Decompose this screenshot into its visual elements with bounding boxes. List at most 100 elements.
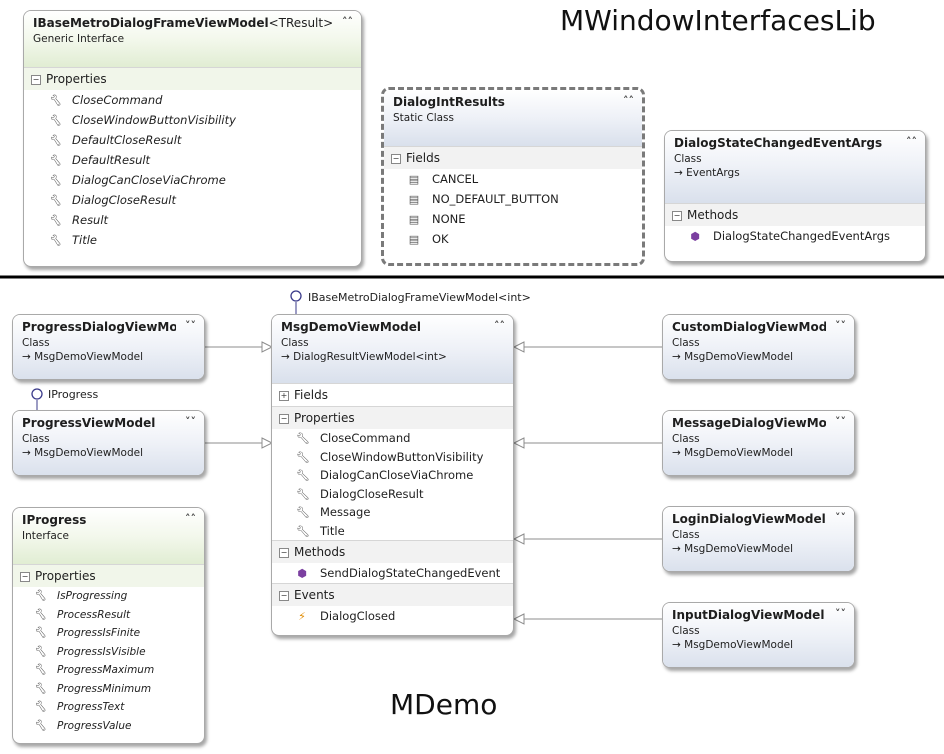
namespace-label-top: MWindowInterfacesLib — [560, 4, 876, 37]
inherit-arrow-progressdialog — [261, 341, 274, 353]
wrench-icon: 🔧︎ — [48, 94, 62, 107]
section-toggle-icon[interactable]: − — [391, 153, 401, 164]
progressdialog-base: → MsgDemoViewModel — [22, 351, 143, 363]
msg-demo-viewmodel-box[interactable]: MsgDemoViewModel Class → DialogResultVie… — [271, 314, 514, 636]
login-dialog-viewmodel-box[interactable]: LoginDialogViewModel Class → MsgDemoView… — [662, 506, 855, 572]
lollipop-circle-msgdemo — [290, 290, 302, 302]
member-row: 🔧︎ProcessResult — [13, 606, 204, 625]
wrench-icon: 🔧︎ — [296, 469, 310, 482]
wrench-icon: 🔧︎ — [296, 524, 310, 538]
input-title: InputDialogViewModel — [672, 608, 825, 622]
field-icon: ▤ — [408, 193, 420, 206]
expand-chevron-icon[interactable]: ˅˅ — [185, 319, 196, 332]
custom-title: CustomDialogViewModel — [672, 320, 826, 334]
wrench-icon: 🔧︎ — [48, 234, 62, 247]
section-toggle-icon[interactable]: + — [279, 390, 289, 401]
iprogress-interface-box[interactable]: IProgress Interface ˄˄ −Properties 🔧︎IsP… — [12, 507, 205, 744]
collapse-chevron-icon[interactable]: ˄˄ — [906, 135, 917, 148]
iprogress-subtitle: Interface — [22, 530, 70, 542]
member-row: 🔧︎CloseWindowButtonVisibility — [24, 110, 361, 130]
section-toggle-icon[interactable]: − — [20, 571, 30, 582]
event-row: ⚡︎DialogClosed — [272, 606, 513, 626]
wrench-icon: 🔧︎ — [33, 626, 47, 639]
wrench-icon: 🔧︎ — [48, 194, 62, 207]
member-row: 🔧︎Result — [24, 210, 361, 230]
custom-dialog-viewmodel-box[interactable]: CustomDialogViewModel Class → MsgDemoVie… — [662, 314, 855, 380]
custom-header: CustomDialogViewModel Class → MsgDemoVie… — [663, 315, 854, 379]
input-header: InputDialogViewModel Class → MsgDemoView… — [663, 603, 854, 667]
method-row: ⬢SendDialogStateChangedEvent — [272, 563, 513, 583]
member-row: 🔧︎ProgressIsVisible — [13, 643, 204, 662]
section-toggle-icon[interactable]: − — [672, 210, 682, 221]
dialogint-header: DialogIntResults Static Class ˄˄ — [384, 90, 642, 146]
wrench-icon: 🔧︎ — [33, 700, 47, 713]
wrench-icon: 🔧︎ — [33, 718, 47, 732]
member-row: 🔧︎ProgressText — [13, 698, 204, 717]
collapse-chevron-icon[interactable]: ˄˄ — [342, 15, 353, 28]
statechanged-title: DialogStateChangedEventArgs — [674, 136, 883, 150]
msgdemo-properties-section[interactable]: −Properties — [272, 406, 513, 429]
section-toggle-icon[interactable]: − — [279, 413, 289, 424]
member-row: 🔧︎Title — [24, 230, 361, 250]
expand-chevron-icon[interactable]: ˅˅ — [185, 415, 196, 428]
collapse-chevron-icon[interactable]: ˄˄ — [185, 512, 196, 525]
inherit-arrow-progressvm — [261, 437, 274, 449]
collapse-chevron-icon[interactable]: ˄˄ — [623, 94, 634, 107]
expand-chevron-icon[interactable]: ˅˅ — [835, 415, 846, 428]
iprogress-properties-section[interactable]: −Properties — [13, 564, 204, 587]
wrench-icon: 🔧︎ — [33, 607, 47, 621]
wrench-icon: 🔧︎ — [33, 663, 47, 676]
member-row: 🔧︎ProgressIsFinite — [13, 624, 204, 643]
section-toggle-icon[interactable]: − — [279, 547, 289, 558]
progressdialog-title: ProgressDialogViewModel — [22, 320, 176, 334]
dialog-int-results-box[interactable]: DialogIntResults Static Class ˄˄ −Fields… — [381, 87, 645, 266]
ibase-properties-section[interactable]: −Properties — [24, 67, 361, 90]
field-icon: ▤ — [408, 233, 420, 246]
member-row: 🔧︎DialogCloseResult — [24, 190, 361, 210]
dialog-state-changed-box[interactable]: DialogStateChangedEventArgs Class → Even… — [664, 130, 926, 262]
ibase-dialog-frame-interface-box[interactable]: IBaseMetroDialogFrameViewModel<TResult> … — [23, 10, 362, 267]
inherit-arrow-icon: → — [672, 543, 681, 555]
field-row: ▤NO_DEFAULT_BUTTON — [384, 189, 642, 209]
msgdemo-subtitle: Class — [281, 337, 309, 349]
msgdemo-title: MsgDemoViewModel — [281, 320, 421, 334]
wrench-icon: 🔧︎ — [33, 589, 47, 602]
login-base: → MsgDemoViewModel — [672, 543, 793, 555]
progressvm-subtitle: Class — [22, 433, 50, 445]
message-dialog-viewmodel-box[interactable]: MessageDialogViewModel Class → MsgDemoVi… — [662, 410, 855, 476]
wrench-icon: 🔧︎ — [48, 114, 62, 127]
inherit-arrow-input — [512, 613, 525, 625]
field-icon: ▤ — [408, 213, 420, 226]
field-row: ▤CANCEL — [384, 169, 642, 189]
expand-chevron-icon[interactable]: ˅˅ — [835, 319, 846, 332]
wrench-icon: 🔧︎ — [296, 487, 310, 501]
progressvm-base: → MsgDemoViewModel — [22, 447, 143, 459]
statechanged-methods-section[interactable]: −Methods — [665, 203, 925, 226]
progress-dialog-viewmodel-box[interactable]: ProgressDialogViewModel Class → MsgDemoV… — [12, 314, 205, 380]
member-row: 🔧︎ProgressMaximum — [13, 661, 204, 680]
message-subtitle: Class — [672, 433, 700, 445]
wrench-icon: 🔧︎ — [33, 644, 47, 658]
section-toggle-icon[interactable]: − — [31, 74, 41, 85]
event-lightning-icon: ⚡︎ — [298, 610, 306, 623]
expand-chevron-icon[interactable]: ˅˅ — [835, 607, 846, 620]
inherit-arrow-icon: → — [672, 639, 681, 651]
input-dialog-viewmodel-box[interactable]: InputDialogViewModel Class → MsgDemoView… — [662, 602, 855, 668]
inherit-arrow-custom — [512, 341, 525, 353]
progressdialog-subtitle: Class — [22, 337, 50, 349]
ibase-title: IBaseMetroDialogFrameViewModel<TResult> — [33, 16, 333, 30]
msgdemo-fields-section[interactable]: +Fields — [272, 383, 513, 406]
progress-viewmodel-box[interactable]: ProgressViewModel Class → MsgDemoViewMod… — [12, 410, 205, 476]
member-row: 🔧︎ProgressValue — [13, 717, 204, 736]
wrench-icon: 🔧︎ — [33, 681, 47, 695]
msgdemo-events-section[interactable]: −Events — [272, 583, 513, 606]
expand-chevron-icon[interactable]: ˅˅ — [835, 511, 846, 524]
custom-base: → MsgDemoViewModel — [672, 351, 793, 363]
msgdemo-methods-section[interactable]: −Methods — [272, 540, 513, 563]
collapse-chevron-icon[interactable]: ˄˄ — [494, 319, 505, 332]
section-toggle-icon[interactable]: − — [279, 590, 289, 601]
wrench-icon: 🔧︎ — [48, 154, 62, 167]
message-header: MessageDialogViewModel Class → MsgDemoVi… — [663, 411, 854, 475]
dialogint-fields-section[interactable]: −Fields — [384, 146, 642, 169]
property-row: 🔧︎Title — [272, 522, 513, 541]
